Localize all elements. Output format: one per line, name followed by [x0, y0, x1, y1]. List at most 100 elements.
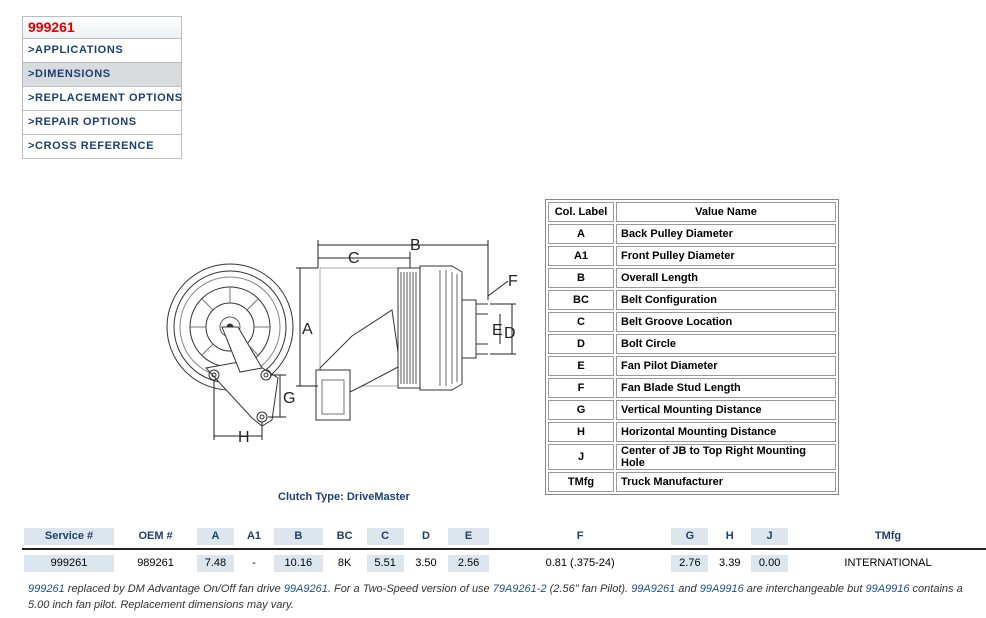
col-header-label: B [274, 527, 323, 545]
cell-oem: 989261 [116, 549, 195, 576]
col-header-e: E [446, 524, 491, 549]
legend-label: E [548, 356, 614, 376]
col-header-label: E [448, 527, 489, 545]
cell-value: 8K [337, 556, 352, 569]
legend-label: H [548, 422, 614, 442]
cell-f: 0.81 (.375-24) [491, 549, 670, 576]
note-text: (2.56" fan Pilot). [546, 583, 632, 595]
legend-label: A1 [548, 246, 614, 266]
legend-label: BC [548, 290, 614, 310]
clutch-type-label: Clutch Type: DriveMaster [278, 491, 410, 503]
legend-value: Center of JB to Top Right Mounting Hole [616, 444, 836, 470]
table-row: 999261 989261 7.48 - 10.16 8K 5.51 3.50 … [22, 549, 986, 576]
cell-d: 3.50 [406, 549, 447, 576]
col-header-label: D [421, 530, 430, 542]
cell-g: 2.76 [669, 549, 710, 576]
legend-label: TMfg [548, 472, 614, 492]
dim-label-h: H [238, 429, 250, 446]
nav-repair-options[interactable]: >REPAIR OPTIONS [23, 111, 181, 135]
legend-value: Fan Blade Stud Length [616, 378, 836, 398]
part-link-999261[interactable]: 999261 [28, 583, 65, 595]
legend-value: Truck Manufacturer [616, 472, 836, 492]
cell-value: 5.51 [366, 554, 404, 572]
legend-label: A [548, 224, 614, 244]
col-header-a: A [195, 524, 236, 549]
cell-a1: - [236, 549, 272, 576]
col-header-oem: OEM # [116, 524, 195, 549]
part-link-99a9916[interactable]: 99A9916 [699, 583, 744, 595]
note-text: contains a 5.00 inch fan pilot. Replacem… [28, 583, 963, 611]
dim-label-b: B [410, 237, 421, 254]
legend-label: C [548, 312, 614, 332]
legend-label: D [548, 334, 614, 354]
nav-replacement-options[interactable]: >REPLACEMENT OPTIONS [23, 87, 182, 111]
part-link-99a9916[interactable]: 99A9916 [865, 583, 910, 595]
cell-j: 0.00 [749, 549, 790, 576]
note-text: replaced by DM Advantage On/Off fan driv… [64, 583, 284, 595]
dim-label-d: D [504, 325, 516, 342]
legend-value: Bolt Circle [616, 334, 836, 354]
cell-a: 7.48 [195, 549, 236, 576]
col-header-h: H [710, 524, 749, 549]
cell-value: 7.48 [197, 554, 234, 572]
part-link-99a9261[interactable]: 99A9261 [283, 583, 328, 595]
nav-applications[interactable]: >APPLICATIONS [23, 39, 181, 63]
clutch-diagram: B C A F E D G H [166, 237, 518, 446]
col-header-label: A [197, 527, 234, 545]
dim-label-e: E [492, 322, 503, 339]
cell-service: 999261 [22, 549, 116, 576]
dim-label-a: A [302, 321, 313, 338]
col-header-bc: BC [325, 524, 365, 549]
legend-header-val: Value Name [616, 202, 836, 222]
nav-cross-reference[interactable]: >CROSS REFERENCE [23, 135, 181, 159]
part-number-title: 999261 [23, 17, 181, 39]
cell-value: 989261 [137, 556, 174, 569]
dimensions-table: Service # OEM # A A1 B BC C D E F G H J … [22, 524, 986, 576]
col-header-tmfg: TMfg [790, 524, 986, 549]
cell-value: 2.56 [448, 554, 489, 572]
col-header-label: G [671, 527, 709, 545]
cell-bc: 8K [325, 549, 365, 576]
cell-b: 10.16 [272, 549, 324, 576]
col-header-j: J [749, 524, 790, 549]
cell-e: 2.56 [446, 549, 491, 576]
side-nav: 999261 >APPLICATIONS >DIMENSIONS >REPLAC… [22, 16, 182, 159]
col-header-label: J [751, 527, 789, 545]
col-header-d: D [406, 524, 447, 549]
cell-value: - [252, 556, 256, 569]
dim-label-c: C [348, 250, 360, 267]
nav-dimensions[interactable]: >DIMENSIONS [23, 63, 181, 87]
note-text: and [675, 583, 700, 595]
legend-label: G [548, 400, 614, 420]
cell-value: INTERNATIONAL [844, 556, 932, 569]
cell-value: 3.50 [415, 556, 437, 569]
col-header-service: Service # [22, 524, 116, 549]
legend-value: Fan Pilot Diameter [616, 356, 836, 376]
legend-value: Back Pulley Diameter [616, 224, 836, 244]
replacement-note: 999261 replaced by DM Advantage On/Off f… [28, 581, 978, 613]
part-link-79a9261-2[interactable]: 79A9261-2 [492, 583, 547, 595]
legend-value: Belt Configuration [616, 290, 836, 310]
part-link-99a9261[interactable]: 99A9261 [631, 583, 676, 595]
legend-value: Vertical Mounting Distance [616, 400, 836, 420]
cell-c: 5.51 [365, 549, 406, 576]
legend-value: Horizontal Mounting Distance [616, 422, 836, 442]
dim-label-g: G [283, 390, 295, 407]
col-header-label: A1 [246, 530, 262, 542]
col-header-label: F [576, 530, 584, 542]
col-header-label: Service # [24, 527, 115, 545]
cell-tmfg: INTERNATIONAL [790, 549, 986, 576]
col-header-label: C [366, 527, 404, 545]
legend-label: B [548, 268, 614, 288]
col-header-label: TMfg [874, 530, 902, 542]
